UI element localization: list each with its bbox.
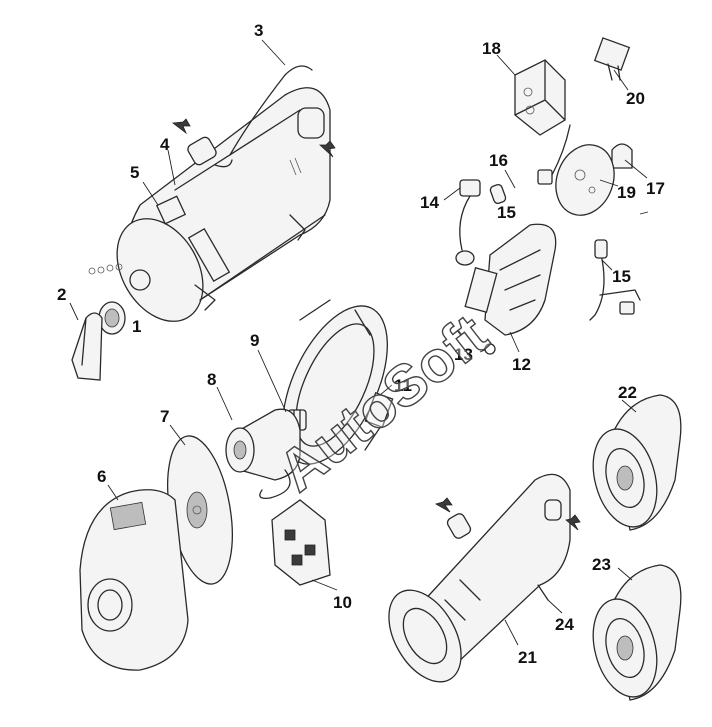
control-unit-part-12: [464, 223, 557, 336]
label-part-8: 8: [207, 370, 216, 389]
fuse-part-15: [489, 183, 507, 205]
label-part-22: 22: [618, 383, 637, 402]
screws-part-2-area: [88, 263, 123, 275]
label-part-10: 10: [333, 593, 352, 612]
label-part-17: 17: [646, 179, 665, 198]
leader-lines: [69, 39, 649, 646]
label-part-13: 13: [454, 345, 473, 364]
bulb-part-17: [611, 143, 633, 169]
label-part-20: 20: [626, 89, 645, 108]
heat-exchanger-part-21: [388, 473, 581, 683]
oring-part-13: [484, 343, 496, 355]
label-part-24: 24: [555, 615, 574, 634]
label-part-4: 4: [160, 135, 170, 154]
label-part-23: 23: [592, 555, 611, 574]
label-part-7: 7: [160, 407, 169, 426]
heater-housing-part-3: [116, 65, 336, 322]
bracket-part-2: [71, 312, 103, 381]
label-part-3: 3: [254, 21, 263, 40]
harness-part-15: [589, 239, 641, 321]
disc-part-19: [555, 144, 615, 216]
label-part-16: 16: [489, 151, 508, 170]
label-part-19: 19: [617, 183, 636, 202]
label-part-9: 9: [250, 331, 259, 350]
label-part-2: 2: [57, 285, 66, 304]
label-part-1: 1: [132, 317, 141, 336]
control-box-part-18: [514, 59, 566, 136]
sensor-part-16: [537, 124, 571, 185]
part-number-labels: 3 4 5 2 1 6 7 8 9 10 11 12 13 14 15 16 1…: [57, 21, 665, 667]
cylinder-part-23: [592, 564, 682, 701]
blower-housing-part-11: [282, 299, 394, 465]
label-part-6: 6: [97, 467, 106, 486]
switch-part-20: [593, 37, 631, 81]
motor-part-8: [225, 408, 301, 499]
label-part-5: 5: [130, 163, 139, 182]
label-part-12: 12: [512, 355, 531, 374]
cap-part-1: [98, 301, 126, 335]
connector-block-part-10: [271, 499, 331, 586]
label-part-21: 21: [518, 648, 537, 667]
cover-part-6: [79, 489, 189, 671]
label-part-18: 18: [482, 39, 501, 58]
label-part-15b: 15: [612, 267, 631, 286]
sensor-part-14: [455, 179, 481, 266]
label-part-15a: 15: [497, 203, 516, 222]
label-part-11: 11: [394, 376, 412, 395]
cylinder-part-22: [592, 394, 682, 531]
label-part-14: 14: [420, 193, 439, 212]
